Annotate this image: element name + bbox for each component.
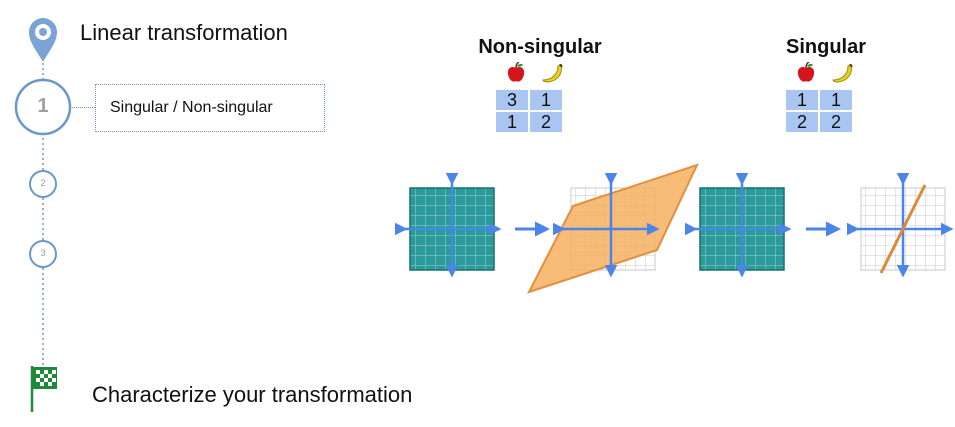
matrix-cell: 1 [530, 90, 562, 110]
singular-matrix: 1 1 2 2 [784, 88, 854, 134]
linear-transformation-title: Linear transformation [80, 20, 288, 45]
singular-input-grid [685, 173, 792, 278]
location-pin-icon [29, 18, 57, 62]
step-1-label: Singular / Non-singular [110, 99, 273, 116]
nonsingular-output-grid [527, 163, 699, 294]
matrix-cell: 1 [786, 90, 818, 110]
matrix-cell: 2 [530, 112, 562, 132]
banana-icon [832, 64, 853, 83]
apple-icon [797, 62, 815, 82]
matrix-cell: 2 [786, 112, 818, 132]
matrix-cell: 1 [820, 90, 852, 110]
nonsingular-title: Non-singular [478, 36, 602, 58]
singular-title: Singular [785, 36, 866, 58]
step-3-number: 3 [40, 248, 46, 258]
transformation-diagrams [395, 163, 954, 294]
step-1-number: 1 [37, 95, 49, 117]
finish-flag-icon [30, 366, 57, 412]
apple-icon [507, 62, 525, 82]
nonsingular-input-grid [395, 173, 502, 278]
progress-timeline [14, 18, 72, 412]
banana-icon [542, 64, 563, 83]
step-3-circle[interactable] [29, 240, 57, 268]
matrix-cell: 3 [496, 90, 528, 110]
matrix-cell: 2 [820, 112, 852, 132]
matrix-cell: 1 [496, 112, 528, 132]
singular-output-grid [847, 173, 954, 278]
step-1-label-box[interactable]: Singular / Non-singular [95, 84, 325, 132]
step-2-circle[interactable] [29, 170, 57, 198]
step-2-number: 2 [40, 178, 46, 188]
characterize-title: Characterize your transformation [92, 382, 413, 407]
nonsingular-matrix: 3 1 1 2 [494, 88, 564, 134]
step-1-connector [70, 107, 95, 108]
